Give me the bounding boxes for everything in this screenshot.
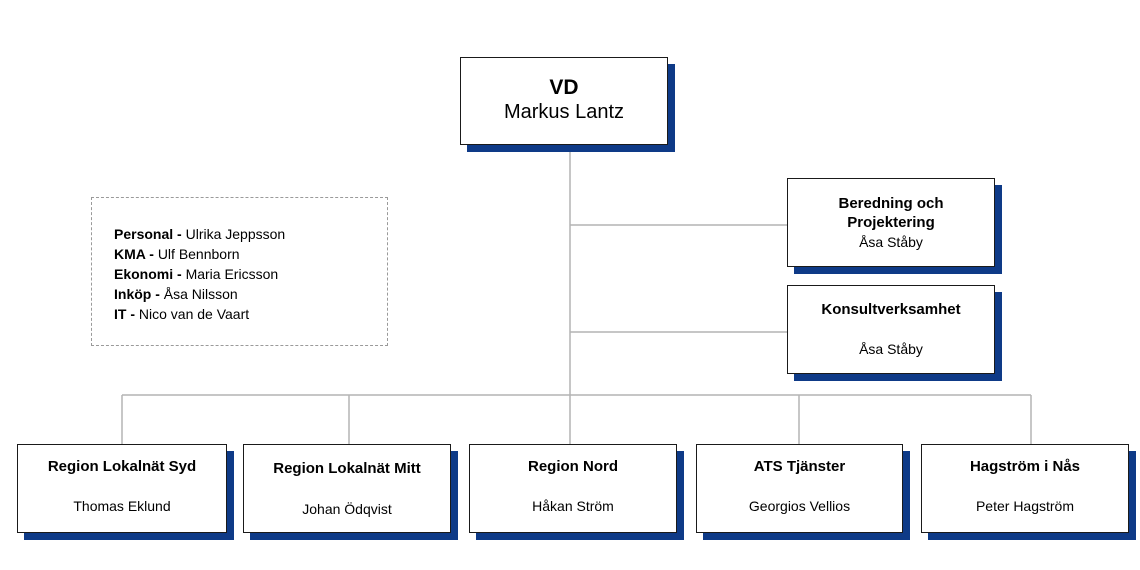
region-box-lokalnat-mitt: Region Lokalnät Mitt Johan Ödqvist	[243, 444, 451, 533]
unit-head-name: Åsa Ståby	[859, 341, 923, 357]
region-role: ATS Tjänster	[753, 458, 846, 475]
region-role: Region Lokalnät Mitt	[273, 460, 421, 477]
staff-name: Åsa Nilsson	[163, 286, 238, 302]
staff-row: Ekonomi - Maria Ericsson	[114, 264, 387, 284]
region-head-name: Johan Ödqvist	[302, 501, 392, 517]
staff-row: Inköp - Åsa Nilsson	[114, 284, 387, 304]
region-head-name: Håkan Ström	[532, 498, 614, 514]
staff-dept: Personal -	[114, 226, 182, 242]
staff-name: Nico van de Vaart	[138, 306, 250, 322]
ceo-role: VD	[549, 76, 579, 99]
ceo-box: VD Markus Lantz	[460, 57, 668, 145]
staff-dept: Inköp -	[114, 286, 160, 302]
unit-box-beredning: Beredning och Projektering Åsa Ståby	[787, 178, 995, 267]
region-role: Region Lokalnät Syd	[47, 458, 197, 475]
region-box-nord: Region Nord Håkan Ström	[469, 444, 677, 533]
region-head-name: Georgios Vellios	[748, 498, 851, 514]
ceo-name: Markus Lantz	[503, 101, 625, 123]
staff-name: Maria Ericsson	[185, 266, 279, 282]
staff-name: Ulrika Jeppsson	[185, 226, 286, 242]
region-role: Hagström i Nås	[969, 458, 1081, 475]
unit-role-line: Beredning och	[838, 195, 944, 212]
unit-role-line: Projektering	[847, 214, 935, 231]
staff-dept: KMA -	[114, 246, 154, 262]
unit-role-line: Konsultverksamhet	[821, 301, 961, 318]
region-box-lokalnat-syd: Region Lokalnät Syd Thomas Eklund	[17, 444, 227, 533]
staff-dept: IT -	[114, 306, 135, 322]
region-head-name: Peter Hagström	[975, 498, 1075, 514]
region-role: Region Nord	[528, 458, 618, 475]
unit-head-name: Åsa Ståby	[859, 234, 923, 250]
staff-row: IT - Nico van de Vaart	[114, 304, 387, 324]
unit-box-konsultverksamhet: Konsultverksamhet Åsa Ståby	[787, 285, 995, 374]
staff-row: Personal - Ulrika Jeppsson	[114, 224, 387, 244]
region-box-ats-tjanster: ATS Tjänster Georgios Vellios	[696, 444, 903, 533]
staff-dept: Ekonomi -	[114, 266, 182, 282]
region-head-name: Thomas Eklund	[73, 498, 171, 514]
staff-row: KMA - Ulf Bennborn	[114, 244, 387, 264]
region-box-hagstrom-i-nas: Hagström i Nås Peter Hagström	[921, 444, 1129, 533]
staff-functions-box: Personal - Ulrika Jeppsson KMA - Ulf Ben…	[91, 197, 388, 346]
staff-name: Ulf Bennborn	[157, 246, 240, 262]
